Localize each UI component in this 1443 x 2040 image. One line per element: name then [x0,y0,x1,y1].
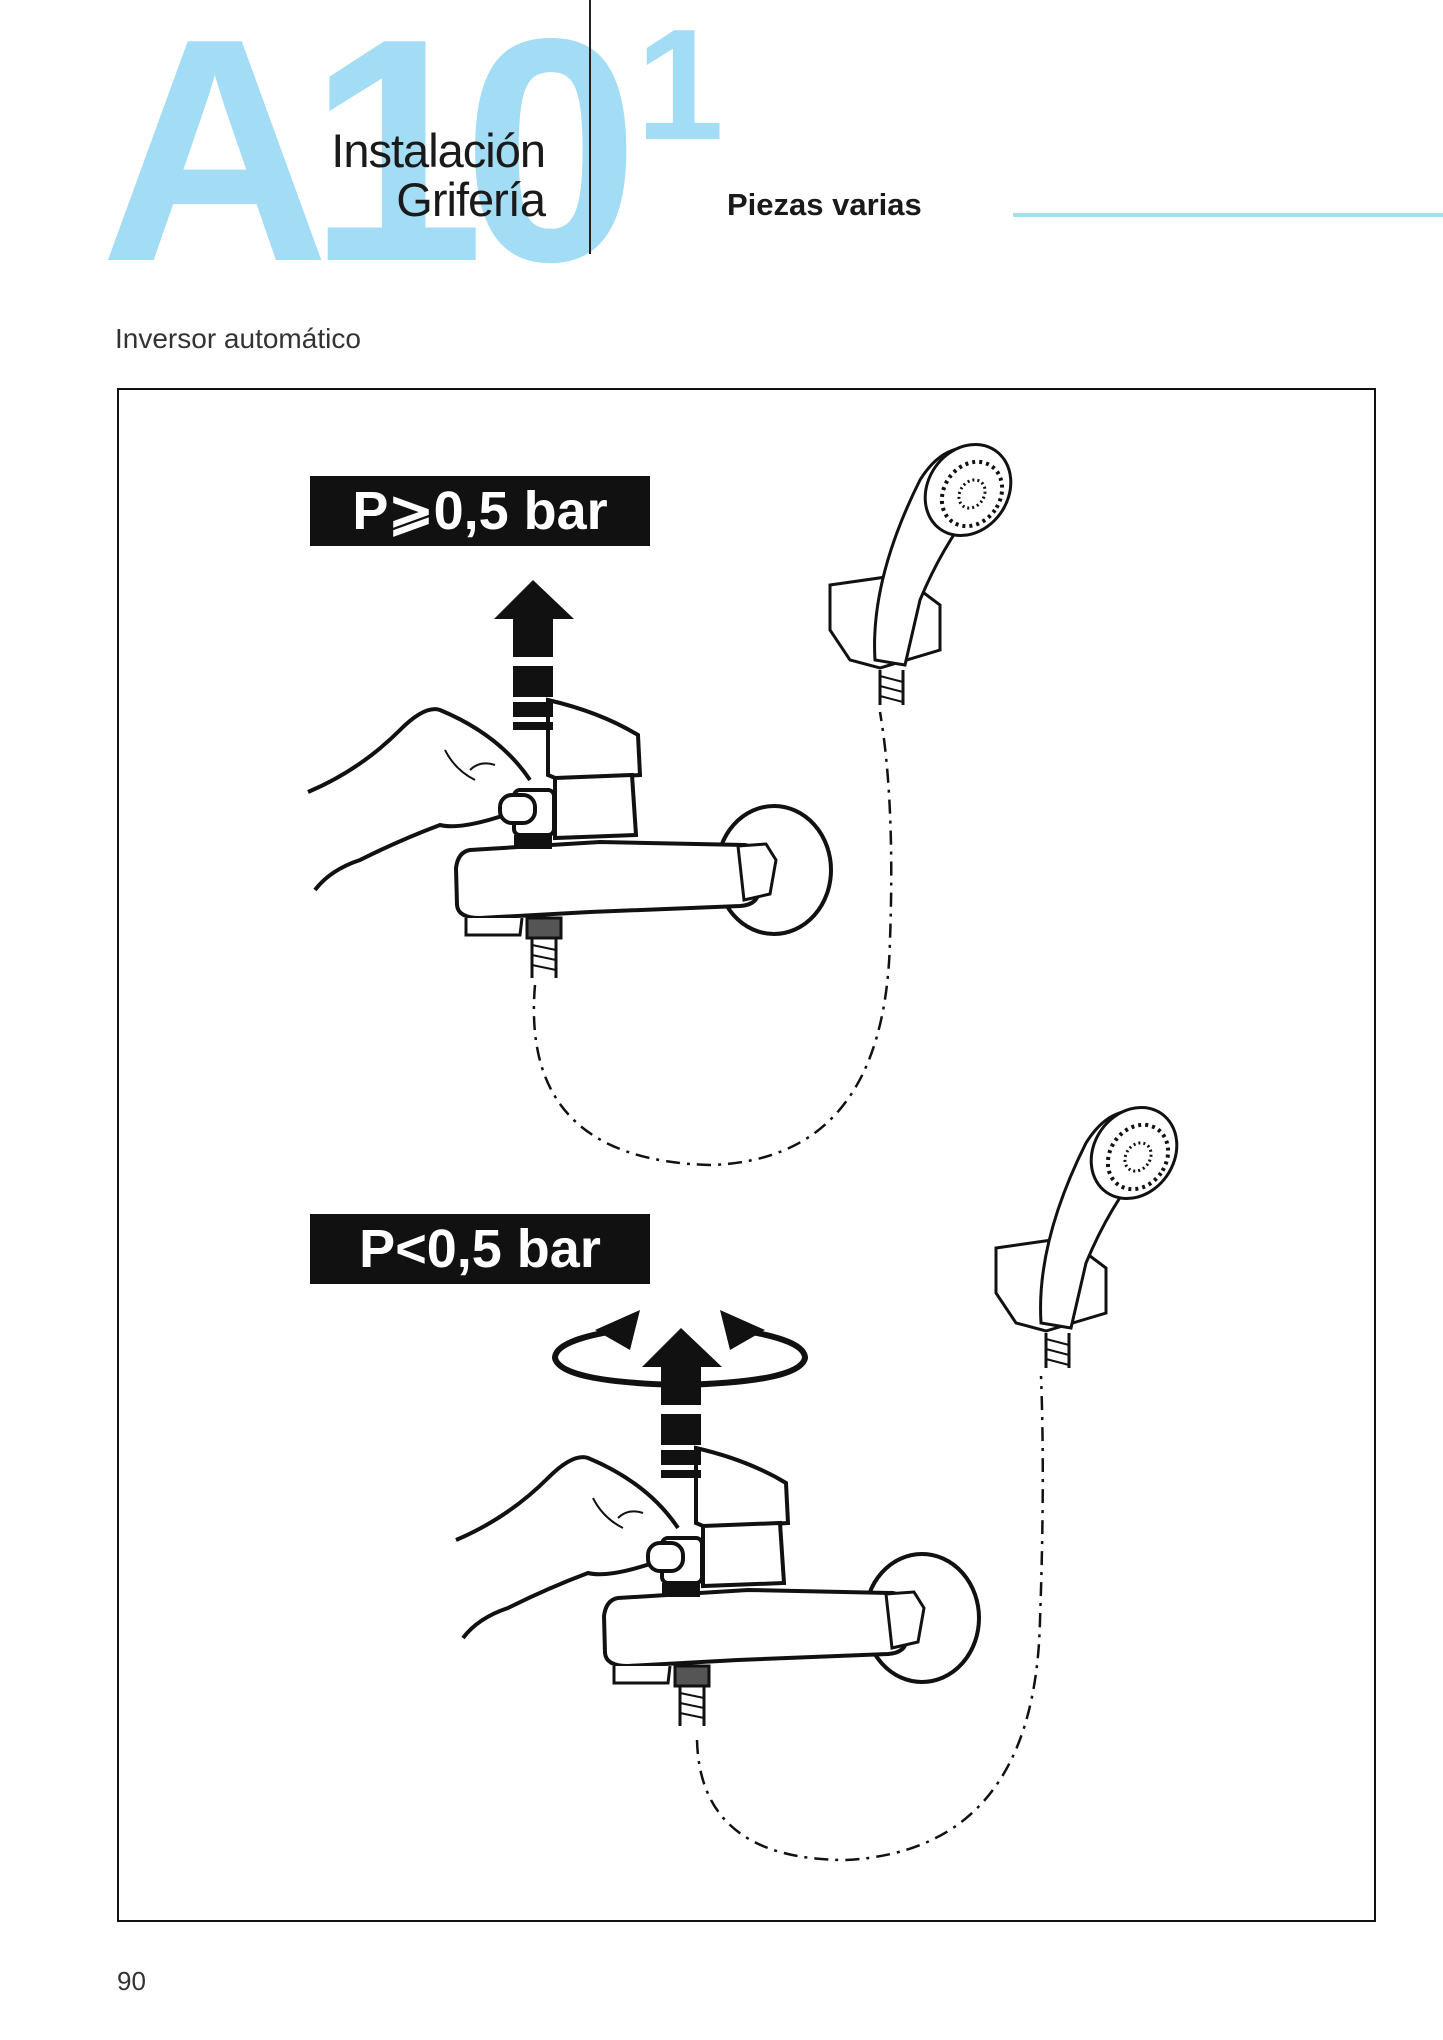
subtitle: Inversor automático [115,323,361,354]
hose-path-high [532,711,893,1167]
chapter-code: A10 [100,0,639,328]
faucet-illustration-low [454,1326,981,1728]
chapter-title-line1: Instalación [331,124,546,177]
header-divider [589,0,591,254]
figure-frame [117,388,1376,1922]
section-title: Piezas varias [727,187,922,222]
page-number: 90 [117,1966,146,1996]
hose-path-low [695,1375,1045,1862]
section-rule [1013,213,1443,217]
shower-head-illustration-low [994,1088,1197,1370]
faucet-illustration-high [306,578,833,980]
rotate-arrow-icon [551,1310,809,1389]
pressure-label-low: P<0,5 bar [310,1214,650,1284]
section-number: 1 [636,0,724,173]
chapter-title-line2: Grifería [396,173,546,226]
shower-head-illustration-high [828,425,1031,707]
pressure-label-high: P⩾0,5 bar [310,476,650,546]
